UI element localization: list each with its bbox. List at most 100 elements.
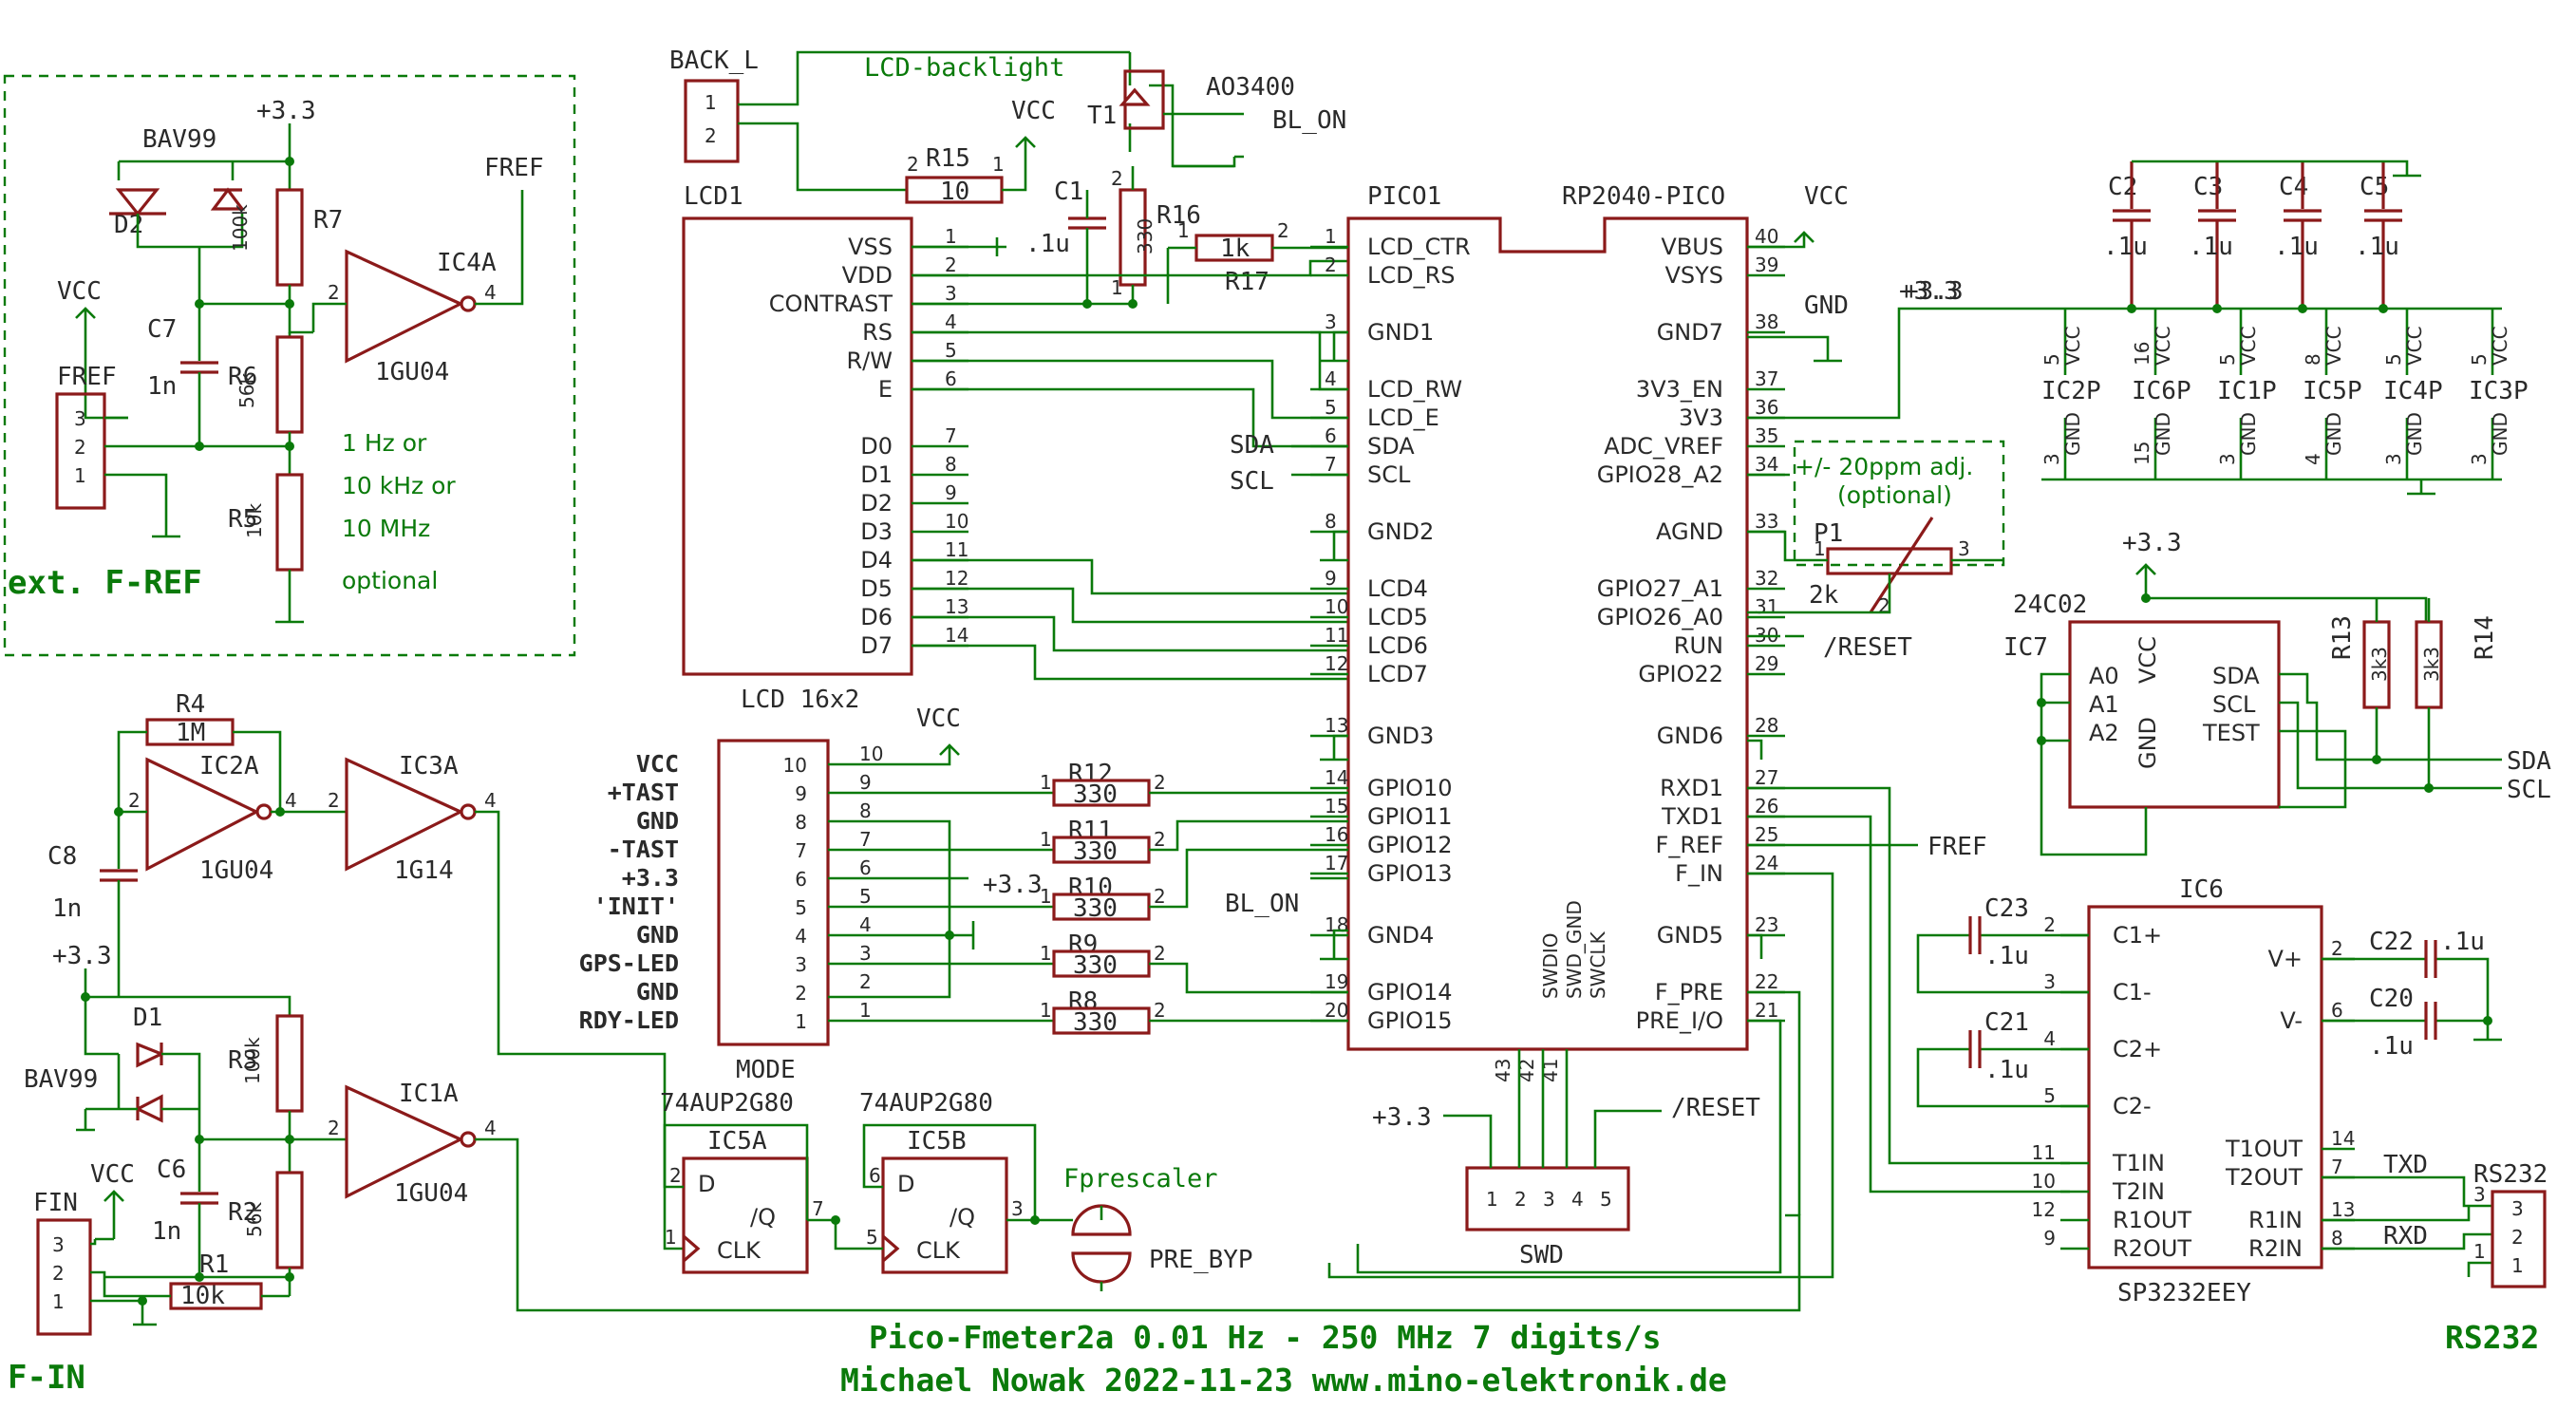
mode-res-value: 330 [1073, 951, 1118, 980]
lcd-pin-label: VDD [842, 262, 893, 289]
dec-ic-name: IC3P [2469, 377, 2529, 405]
fref-supply-label: +3.3 [256, 97, 316, 125]
pico-right-pin-label: GPIO22 [1638, 661, 1723, 687]
mode-label: GND [636, 921, 679, 949]
svg-text:4: 4 [484, 789, 497, 812]
c6-value: 1n [152, 1217, 181, 1246]
lcd-pin-label: D7 [860, 632, 893, 659]
svg-text:3: 3 [2473, 1183, 2486, 1206]
ic1a-value: 1GU04 [394, 1179, 468, 1208]
pre-byp-bottom [1071, 1251, 1132, 1284]
c1-ref: C1 [1054, 178, 1083, 206]
svg-text:4: 4 [484, 1117, 497, 1139]
pico-right-pin-number: 35 [1755, 424, 1778, 447]
mode-label: GND [636, 807, 679, 835]
svg-text:VCC: VCC [2322, 326, 2345, 366]
svg-text:GND: GND [2489, 412, 2511, 456]
ic5b-ref: IC5B [907, 1127, 967, 1156]
mode-pin-number-outer: 7 [859, 828, 872, 851]
r15-value: 10 [940, 178, 969, 206]
pico-left-pin-number: 17 [1325, 852, 1348, 874]
ic3a-value: 1G14 [394, 856, 454, 885]
ic4a-value: 1GU04 [375, 358, 449, 386]
rs232-conn-label: RS232 [2473, 1160, 2548, 1189]
c22-ref: C22 [2369, 928, 2414, 956]
pico-right-pin-label: GND7 [1657, 319, 1723, 346]
ic6-right-pin-label: T1OUT [2225, 1136, 2303, 1162]
eeprom-scl: SCL [2212, 691, 2256, 718]
pico-left-pin-label: LCD_RW [1367, 376, 1462, 403]
lcd-pin-label: CONTRAST [769, 291, 893, 317]
ic6-left-pin-number: 2 [2043, 913, 2056, 936]
mode-label: GPS-LED [579, 949, 679, 977]
r7-body [275, 188, 304, 287]
mode-pin-number-inner: 10 [783, 754, 807, 777]
lcd-pin-label: D2 [860, 490, 893, 517]
fref-option-3: 10 MHz [342, 515, 430, 542]
c23-ref: C23 [1984, 894, 2029, 923]
mode-res-value: 330 [1073, 894, 1118, 923]
fref-option-4: optional [342, 567, 438, 594]
dec-cap-body [2364, 161, 2402, 309]
r3-body [275, 1014, 304, 1113]
mode-blon-label: BL_ON [1225, 890, 1299, 918]
svg-text:GND: GND [2322, 412, 2345, 456]
svg-text:2: 2 [328, 1117, 340, 1139]
title-line-2: Michael Nowak 2022-11-23 www.mino-elektr… [840, 1362, 1727, 1399]
lcd-pin-number: 11 [945, 538, 968, 561]
pico-net-sda: SDA [1230, 431, 1274, 460]
pico-right-pin-number: 22 [1755, 970, 1778, 993]
pico-right-pin-number: 29 [1755, 652, 1778, 675]
pico-block: PICO1 RP2040-PICO LCD_CTR1LCD_RS2GND13LC… [1230, 182, 2070, 1279]
swd-supply: +3.3 [1372, 1103, 1432, 1132]
trim-note-1: +/- 20ppm adj. [1795, 453, 1973, 480]
pico-left-pin-label: GND3 [1367, 723, 1434, 749]
svg-text:2: 2 [1154, 942, 1166, 965]
t1-ref: T1 [1087, 102, 1117, 130]
svg-text:1: 1 [1040, 885, 1052, 908]
prescaler-block: 74AUP2G80 74AUP2G80 IC5A IC5B D /Q CLK D… [660, 1089, 1253, 1291]
ic6-right-pin-number: 2 [2331, 937, 2343, 960]
pico-ref: PICO1 [1367, 182, 1441, 211]
mode-pin-number-outer: 5 [859, 885, 872, 908]
dec-cap-value: .1u [2355, 233, 2399, 261]
dec-cap-body [2198, 161, 2236, 309]
svg-text:1: 1 [1040, 771, 1052, 794]
lcd-pin-number: 9 [945, 481, 957, 504]
mode-pin-number-outer: 9 [859, 771, 872, 794]
trim-ref: P1 [1814, 519, 1843, 548]
r16-value: 330 [1134, 218, 1156, 254]
pico-net-fref: FREF [1927, 833, 1987, 861]
dec-cap-value: .1u [2103, 233, 2148, 261]
pico-right-pin-number: 31 [1755, 595, 1778, 618]
ext-fref-block: +3.3 BAV99 D2 100k R7 C7 1n 56k R6 [3, 74, 576, 657]
pico-left-pin-label: LCD7 [1367, 661, 1428, 687]
ic6-right-pin-label: R2IN [2248, 1235, 2303, 1262]
fref-out-label: FREF [484, 154, 544, 182]
eeprom-a1: A1 [2089, 691, 2119, 718]
pico-left-pin-number: 11 [1325, 624, 1348, 647]
dec-ic-vcc-pin: 8 [2302, 353, 2324, 366]
svg-text:1: 1 [665, 1226, 677, 1249]
r14-value: 3k3 [2420, 647, 2443, 682]
ic6-right-pin-label: T2OUT [2225, 1164, 2303, 1191]
svg-text:2: 2 [128, 789, 141, 812]
pico-left-pin-number: 6 [1325, 424, 1337, 447]
dec-ic-vcc-pin: 5 [2468, 353, 2491, 366]
pico-left-pin-number: 4 [1325, 367, 1337, 390]
f-in-block: R4 1M 2 4 IC2A 1GU04 2 4 IC3A 1G14 C8 1n… [8, 690, 1801, 1397]
svg-text:1: 1 [1177, 219, 1190, 242]
ic6-left-pin-number: 5 [2043, 1084, 2056, 1107]
pico-left-pin-label: GPIO15 [1367, 1007, 1453, 1034]
svg-text:VCC: VCC [2489, 326, 2511, 366]
svg-text:2: 2 [669, 1164, 682, 1187]
pico-right-pin-number: 25 [1755, 823, 1778, 846]
dec-ic-gnd-pin: 3 [2216, 453, 2239, 465]
svg-text:3: 3 [1958, 537, 1970, 560]
pico-right-pin-label: GPIO28_A2 [1597, 461, 1723, 488]
